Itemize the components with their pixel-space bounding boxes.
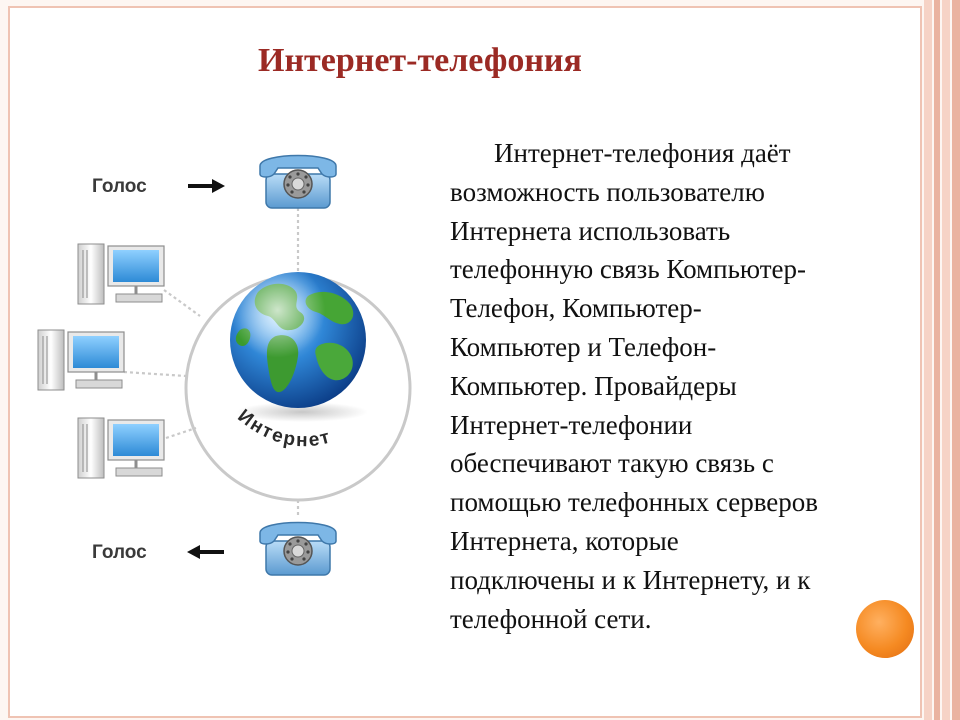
computer-icon-3 bbox=[78, 418, 164, 478]
computer-icon-2 bbox=[38, 330, 124, 390]
voice-in-label: Голос bbox=[92, 176, 147, 197]
voice-out-label: Голос bbox=[92, 542, 147, 563]
phone-icon-bottom bbox=[260, 523, 336, 576]
arrow-right-icon bbox=[188, 179, 225, 193]
computer-icon-1 bbox=[78, 244, 164, 304]
decorative-orange-circle bbox=[856, 600, 914, 658]
arrow-left-icon bbox=[187, 545, 224, 559]
phone-icon-top bbox=[260, 156, 336, 209]
